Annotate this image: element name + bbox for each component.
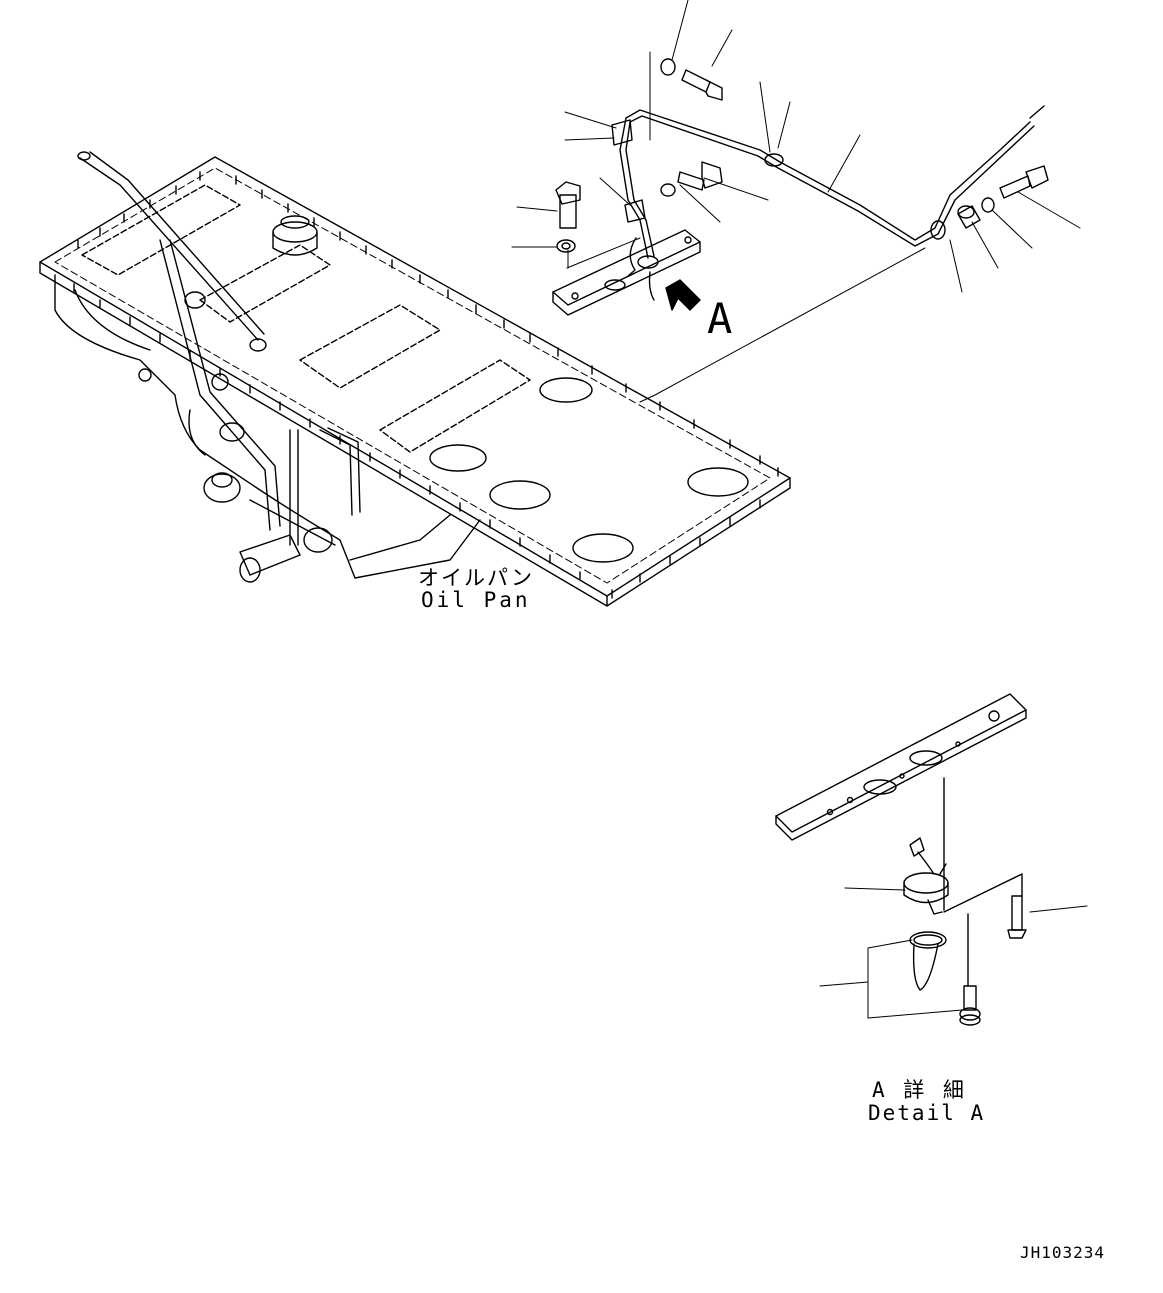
detail-label-en: Detail A [868,1101,986,1125]
detail-a-sensor [903,777,949,991]
detail-a-fasteners [943,873,1027,1026]
oil-pan-outline [39,156,791,607]
dipstick-tube [77,151,361,546]
detail-label-jp: A 詳 細 [872,1078,967,1102]
drain-valves [138,291,333,583]
detail-a-plate [775,693,1027,841]
view-arrow-a[interactable] [665,279,701,311]
leader-lines-detail [819,887,1088,1019]
leader-lines-harness [511,0,1081,403]
harness-fasteners [555,58,1049,253]
oil-pan-label-en: Oil Pan [421,588,531,612]
drawing-number: JH103234 [1020,1243,1106,1262]
oil-pan-label-jp: オイルパン [418,566,535,590]
wiring-harness [611,105,1045,301]
flange-bolts [73,171,779,599]
sensor-plate [552,229,701,316]
callout-letter-a: A [707,294,733,343]
